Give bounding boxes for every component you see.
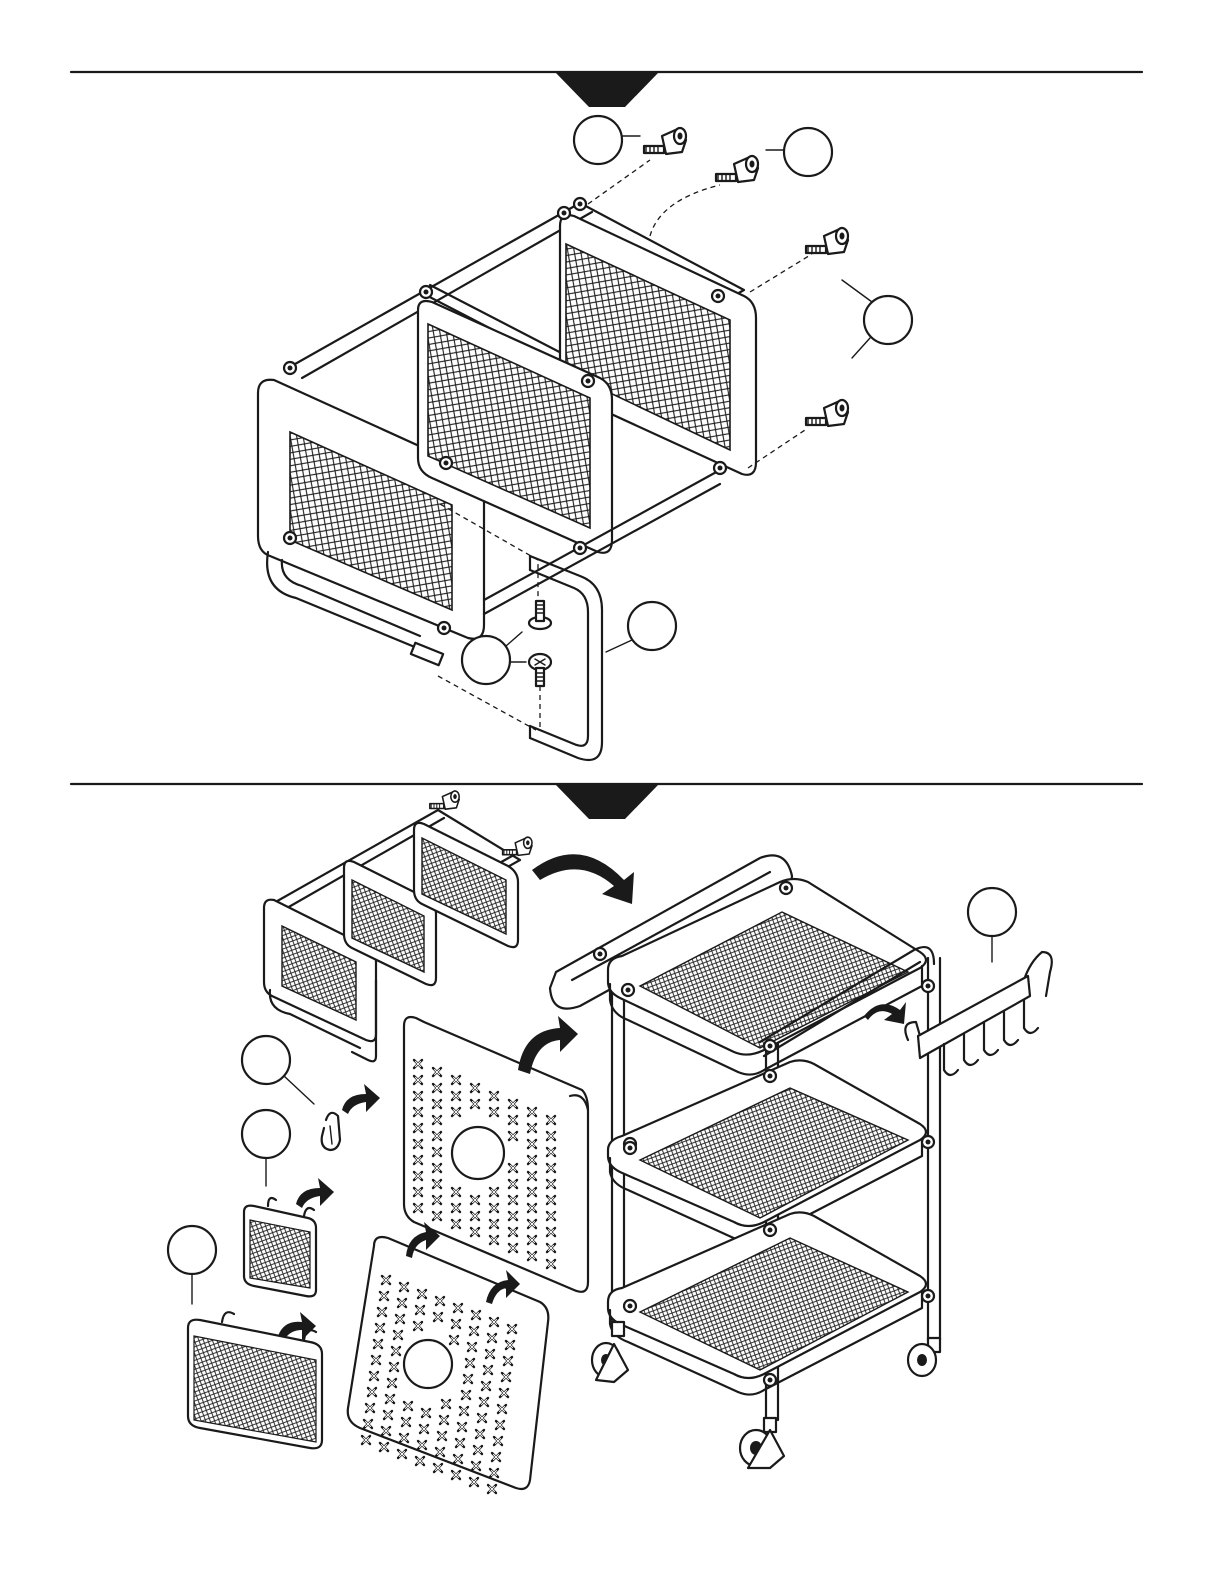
arrow-flip-frame (532, 854, 634, 904)
small-shelf-frame (264, 791, 532, 1061)
perforation-mark (398, 1450, 406, 1458)
step-1-badge (555, 72, 659, 107)
assembled-cart (550, 855, 940, 1468)
callout-hook-rail (968, 888, 1016, 962)
callout-u-handle (606, 602, 676, 652)
perforation-mark (488, 1485, 496, 1493)
side-panel-upper (404, 1017, 588, 1292)
caster-4 (806, 400, 848, 426)
callout-screws (462, 632, 526, 684)
callout-small-basket (242, 1110, 290, 1186)
step-1-panel (71, 72, 1142, 760)
cart-wheel-right (908, 1338, 940, 1376)
cart-wheel-left (592, 1322, 628, 1382)
callout-caster-pair (842, 280, 912, 358)
small-basket-part (244, 1198, 316, 1296)
perforation-mark (416, 1457, 424, 1465)
callout-s-hook (242, 1036, 314, 1104)
arrow-panel-up (518, 1016, 578, 1074)
caster-3 (806, 228, 848, 254)
perforation-mark (380, 1443, 388, 1451)
perforation-mark (362, 1436, 370, 1444)
long-basket-part (188, 1312, 322, 1448)
s-hook-part (322, 1113, 340, 1150)
caster-2 (716, 156, 758, 182)
step-2-badge (555, 784, 659, 819)
arrow-small-basket (296, 1178, 334, 1208)
callout-caster-right (766, 128, 832, 176)
shelf-frame-upside-down (258, 198, 756, 639)
perforation-mark (470, 1478, 478, 1486)
caster-1 (644, 128, 686, 154)
step-2-panel (71, 784, 1142, 1493)
callout-caster-left (574, 116, 640, 164)
callout-long-basket (168, 1226, 216, 1304)
cart-wheel-front (740, 1418, 784, 1468)
perforation-mark (434, 1464, 442, 1472)
perforation-mark (452, 1471, 460, 1479)
screw-set (529, 601, 551, 686)
arrow-s-hook (342, 1084, 380, 1114)
